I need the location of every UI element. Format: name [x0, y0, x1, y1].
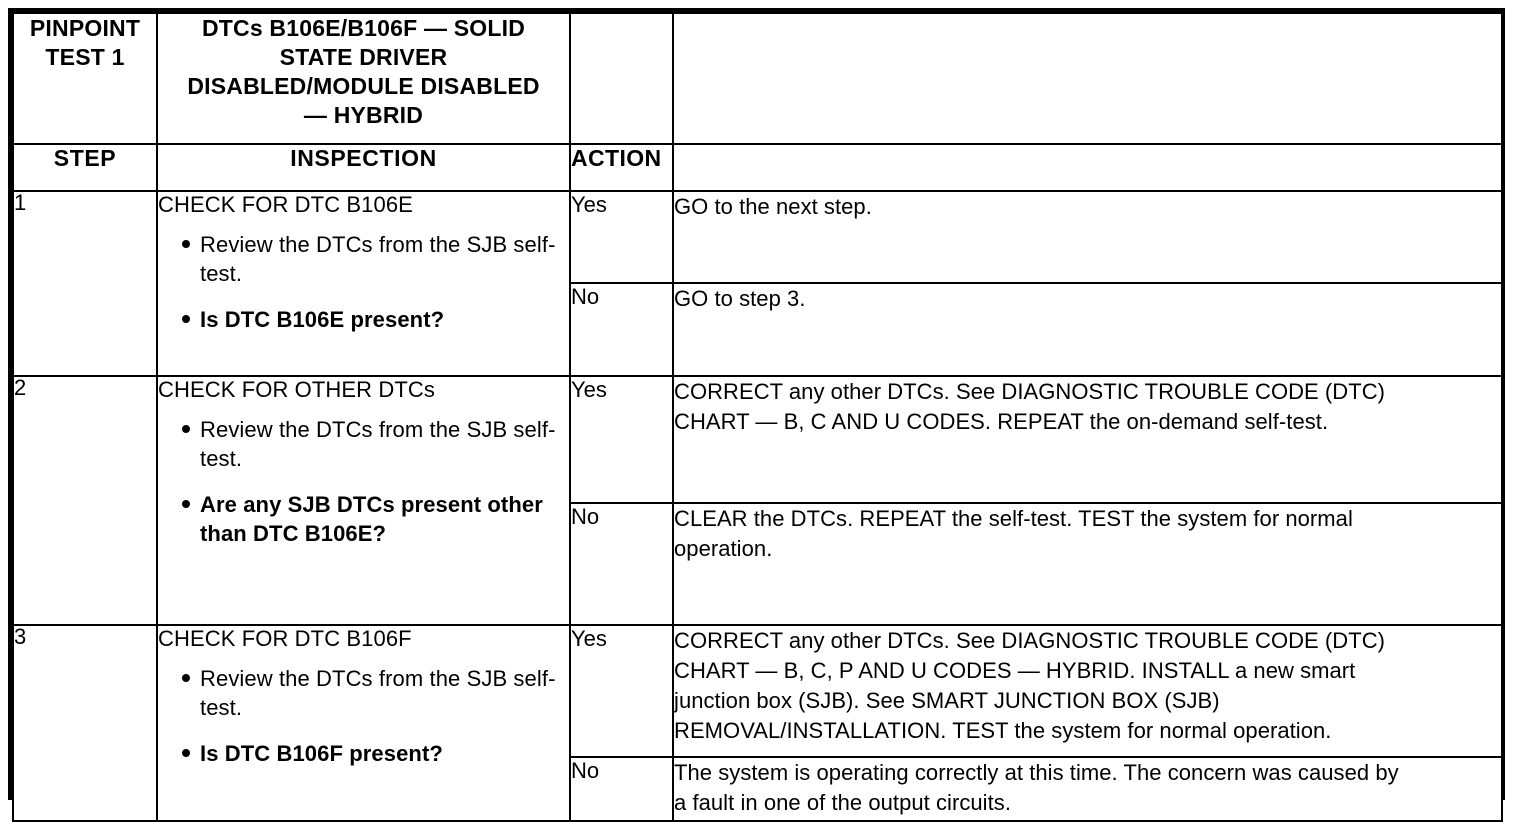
answer-no-2: No — [569, 502, 674, 626]
action-line: CHART — B, C AND U CODES. REPEAT the on-… — [674, 408, 1329, 434]
inspection-title-2: CHECK FOR OTHER DTCs — [158, 377, 435, 402]
action-line: GO to the next step. — [674, 194, 872, 219]
list-item: Review the DTCs from the SJB self-test. — [158, 415, 569, 473]
table-row: 1 CHECK FOR DTC B106E Review the DTCs fr… — [12, 190, 1503, 377]
action-line: REMOVAL/INSTALLATION. TEST the system fo… — [674, 717, 1332, 743]
action-text-3-no: The system is operating correctly at thi… — [672, 756, 1503, 822]
list-item: Review the DTCs from the SJB self-test. — [158, 664, 569, 722]
inspection-title-1: CHECK FOR DTC B106E — [158, 192, 413, 217]
inspection-bullet-list-1: Review the DTCs from the SJB self-test. … — [158, 230, 569, 334]
answer-no-1: No — [569, 282, 674, 377]
action-text-1-yes: GO to the next step. — [672, 190, 1503, 284]
bullet-icon — [182, 315, 190, 324]
list-item: Is DTC B106E present? — [158, 305, 569, 334]
pinpoint-test-label-line2: TEST 1 — [45, 43, 125, 70]
pinpoint-test-label-line1: PINPOINT — [29, 15, 141, 41]
column-header-result — [672, 143, 1503, 192]
table-title-row: PINPOINT TEST 1 DTCs B106E/B106F — SOLID… — [12, 12, 1503, 145]
inspection-title-3: CHECK FOR DTC B106F — [158, 626, 412, 651]
action-text-2-yes: CORRECT any other DTCs. See DIAGNOSTIC T… — [672, 375, 1503, 504]
action-line: junction box (SJB). See SMART JUNCTION B… — [674, 687, 1220, 713]
action-line: CORRECT any other DTCs. See DIAGNOSTIC T… — [674, 379, 1386, 404]
action-text-2-no: CLEAR the DTCs. REPEAT the self-test. TE… — [672, 502, 1503, 626]
action-line: The system is operating correctly at thi… — [674, 760, 1399, 785]
pinpoint-test-table: PINPOINT TEST 1 DTCs B106E/B106F — SOLID… — [8, 8, 1505, 822]
list-item: Are any SJB DTCs present other than DTC … — [158, 490, 569, 548]
step-number-1: 1 — [12, 190, 158, 377]
table-row: No CLEAR the DTCs. REPEAT the self-test.… — [13, 502, 1503, 626]
table-grid: PINPOINT TEST 1 DTCs B106E/B106F — SOLID… — [12, 12, 1503, 822]
pinpoint-test-label-cell: PINPOINT TEST 1 — [12, 12, 158, 145]
column-header-inspection: INSPECTION — [156, 143, 571, 192]
table-row: 2 CHECK FOR OTHER DTCs Review the DTCs f… — [12, 375, 1503, 626]
bullet-text: Are any SJB DTCs present other than DTC … — [200, 492, 543, 547]
step-inspection-2: CHECK FOR OTHER DTCs Review the DTCs fro… — [156, 375, 571, 626]
table-row: No GO to step 3. — [13, 282, 1503, 377]
bullet-text: Is DTC B106E present? — [200, 307, 445, 333]
pinpoint-test-title-cell: DTCs B106E/B106F — SOLID STATE DRIVER DI… — [156, 12, 571, 145]
answer-no-3: No — [569, 756, 674, 822]
step-number-2: 2 — [12, 375, 158, 626]
table-row: No The system is operating correctly at … — [13, 756, 1503, 822]
bullet-icon — [182, 500, 190, 509]
action-line: CHART — B, C, P AND U CODES — HYBRID. IN… — [674, 657, 1356, 683]
table-row: 3 CHECK FOR DTC B106F Review the DTCs fr… — [12, 624, 1503, 822]
answer-yes-1: Yes — [569, 190, 674, 284]
action-text-3-yes: CORRECT any other DTCs. See DIAGNOSTIC T… — [672, 624, 1503, 758]
pinpoint-test-title-line3: DISABLED/MODULE DISABLED — [187, 72, 540, 99]
bullet-icon — [182, 240, 190, 249]
bullet-text: Is DTC B106F present? — [200, 741, 443, 767]
title-row-blank-action-cell — [569, 12, 674, 145]
pinpoint-test-title-line2: STATE DRIVER — [279, 43, 448, 70]
column-header-step: STEP — [12, 143, 158, 192]
inspection-bullet-list-2: Review the DTCs from the SJB self-test. … — [158, 415, 569, 548]
action-line: CLEAR the DTCs. REPEAT the self-test. TE… — [674, 506, 1353, 531]
action-line: CORRECT any other DTCs. See DIAGNOSTIC T… — [674, 628, 1386, 653]
action-text-1-no: GO to step 3. — [672, 282, 1503, 377]
bullet-icon — [182, 674, 190, 683]
bullet-text: Review the DTCs from the SJB self-test. — [200, 232, 556, 287]
answer-yes-3: Yes — [569, 624, 674, 758]
title-row-blank-result-cell — [672, 12, 1503, 145]
step-number-3: 3 — [12, 624, 158, 822]
bullet-text: Review the DTCs from the SJB self-test. — [200, 666, 556, 721]
step-inspection-1: CHECK FOR DTC B106E Review the DTCs from… — [156, 190, 571, 377]
pinpoint-test-title-line4: — HYBRID — [303, 101, 424, 128]
bullet-icon — [182, 425, 190, 434]
bullet-icon — [182, 749, 190, 758]
column-header-action: ACTION — [569, 143, 674, 192]
bullet-text: Review the DTCs from the SJB self-test. — [200, 417, 556, 472]
step-inspection-3: CHECK FOR DTC B106F Review the DTCs from… — [156, 624, 571, 822]
answer-yes-2: Yes — [569, 375, 674, 504]
action-line: a fault in one of the output circuits. — [674, 789, 1011, 815]
inspection-bullet-list-3: Review the DTCs from the SJB self-test. … — [158, 664, 569, 768]
list-item: Review the DTCs from the SJB self-test. — [158, 230, 569, 288]
action-line: GO to step 3. — [674, 286, 806, 311]
list-item: Is DTC B106F present? — [158, 739, 569, 768]
pinpoint-test-title-line1: DTCs B106E/B106F — SOLID — [201, 15, 526, 41]
column-header-row: STEP INSPECTION ACTION — [12, 143, 1503, 192]
action-line: operation. — [674, 535, 773, 561]
